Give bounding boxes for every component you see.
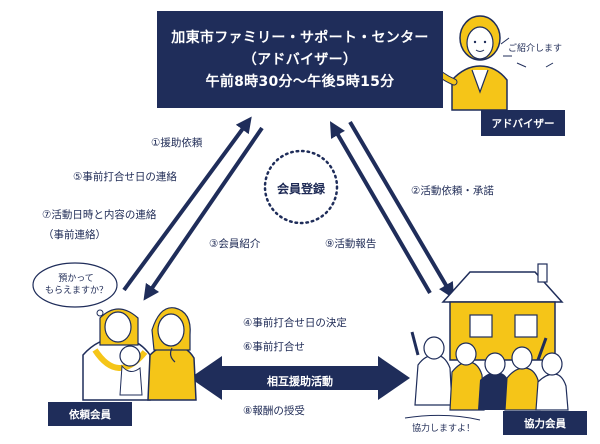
advisor-speech: ご紹介します: [508, 44, 563, 54]
arrow-request-to-center: [122, 116, 252, 292]
label-step1: ①援助依頼: [151, 137, 203, 149]
center-hours: 午前8時30分～午後5時15分: [205, 73, 395, 90]
arrow-center-to-helper: [348, 120, 455, 299]
mutual-aid-arrow: [190, 356, 410, 400]
helper-tag: 協力会員: [503, 411, 587, 435]
label-step3: ③会員紹介: [209, 238, 261, 250]
label-step4: ④事前打合せ日の決定: [243, 317, 347, 329]
helper-illustration: [404, 263, 569, 421]
label-step6: ⑥事前打合せ: [243, 341, 305, 353]
label-step7: ⑦活動日時と内容の連絡: [42, 209, 157, 221]
mutual-aid-label: 相互援助活動: [267, 375, 333, 388]
label-step7-note: （事前連絡）: [43, 229, 106, 241]
label-step2: ②活動依頼・承諾: [411, 185, 494, 197]
support-center-box: 加東市ファミリー・サポート・センター （アドバイザー） 午前8時30分～午後5時…: [157, 11, 443, 108]
arrow-helper-to-center: [329, 121, 432, 295]
helper-speech: 協力しますよ！: [412, 424, 476, 434]
members-circle: [263, 149, 339, 225]
requester-speech-line1: 預かって: [58, 274, 94, 284]
label-step9: ⑨活動報告: [325, 238, 377, 250]
requester-speech-bubble: [32, 262, 118, 308]
requester-speech-line2: もらえますか？: [45, 286, 109, 296]
arrow-center-to-requester: [143, 126, 264, 301]
advisor-tag: アドバイザー: [481, 110, 565, 136]
label-step5: ⑤事前打合せ日の連絡: [73, 171, 177, 183]
label-step8: ⑧報酬の授受: [243, 405, 305, 417]
center-role: （アドバイザー）: [242, 51, 358, 68]
center-name: 加東市ファミリー・サポート・センター: [171, 29, 429, 46]
requester-illustration: [32, 262, 197, 401]
members-registration-label: 会員登録: [276, 182, 325, 196]
requester-speech: 預かって もらえますか？: [45, 273, 109, 297]
requester-tag: 依頼会員: [48, 402, 132, 426]
